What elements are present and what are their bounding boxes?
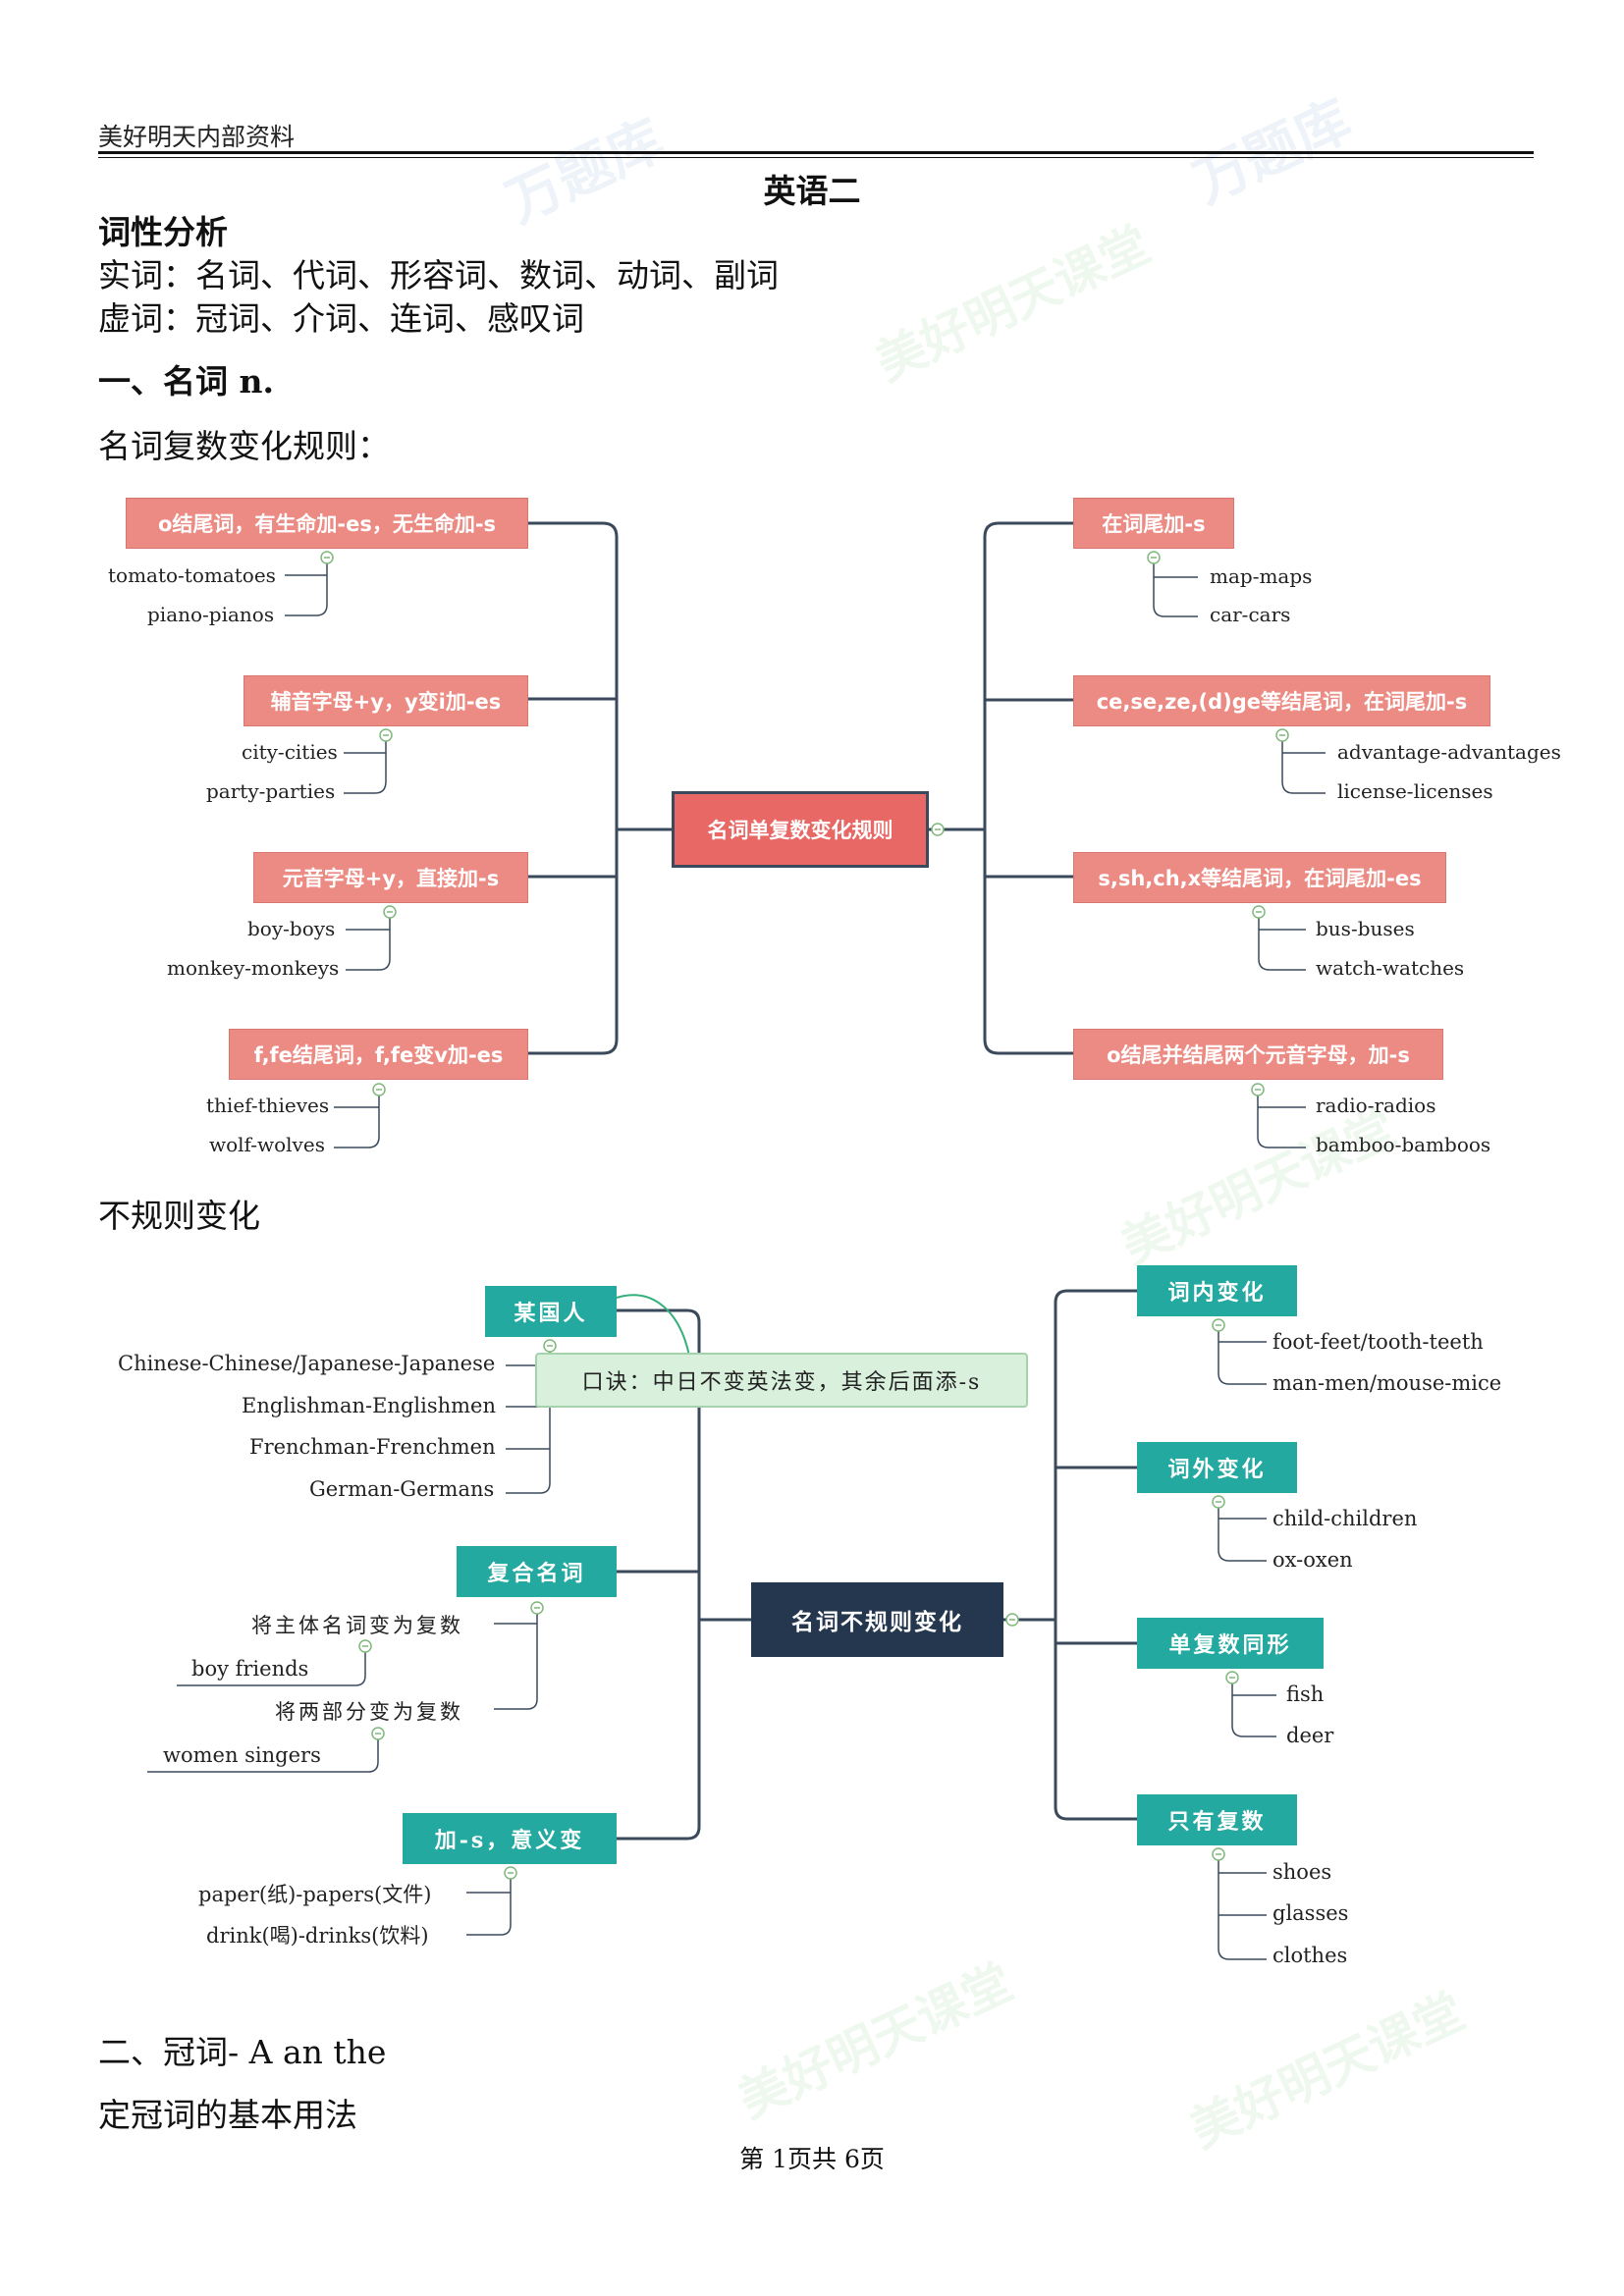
category-node-internal: 词内变化 — [1137, 1265, 1297, 1316]
rule-node-o-ending: o结尾词，有生命加-es，无生命加-s — [126, 498, 528, 549]
function-words-line: 虚词：冠词、介词、连词、感叹词 — [98, 299, 584, 338]
section-heading: 二、冠词- A an the — [98, 2033, 387, 2071]
category-node-meaning-change: 加-s，意义变 — [403, 1813, 617, 1864]
rule-node-f-fe: f,fe结尾词，f,fe变v加-es — [229, 1029, 528, 1080]
category-node-nationality: 某国人 — [485, 1286, 617, 1337]
example-leaf: boy-boys — [247, 917, 336, 940]
page-header: 美好明天内部资料 — [98, 123, 296, 151]
example-leaf: bamboo-bamboos — [1316, 1133, 1491, 1156]
mindmap2-center-node: 名词不规则变化 — [751, 1582, 1003, 1657]
subheading: 定冠词的基本用法 — [98, 2096, 357, 2134]
header-rule — [98, 151, 1534, 154]
sub-rule-leaf: 将两部分变为复数 — [275, 1700, 463, 1724]
example-leaf: city-cities — [242, 740, 338, 764]
example-leaf: license-licenses — [1337, 779, 1493, 803]
example-leaf: map-maps — [1210, 564, 1313, 588]
rule-node-add-s: 在词尾加-s — [1073, 498, 1234, 549]
section-heading: 一、名词 n. — [98, 362, 274, 400]
example-leaf: paper(纸)-papers(文件) — [198, 1883, 432, 1906]
example-leaf: shoes — [1272, 1860, 1332, 1884]
example-leaf: child-children — [1272, 1507, 1418, 1530]
example-leaf: ox-oxen — [1272, 1548, 1353, 1572]
example-leaf: thief-thieves — [206, 1094, 330, 1117]
rule-node-o-vowels: o结尾并结尾两个元音字母，加-s — [1073, 1029, 1443, 1080]
document-title: 英语二 — [763, 172, 861, 210]
category-node-plural-only: 只有复数 — [1137, 1794, 1297, 1845]
example-leaf: Frenchman-Frenchmen — [249, 1435, 496, 1459]
rule-node-vowel-y: 元音字母+y，直接加-s — [253, 852, 528, 903]
page-footer: 第 1页共 6页 — [739, 2145, 885, 2173]
example-leaf: German-Germans — [309, 1477, 495, 1501]
example-leaf: Englishman-Englishmen — [242, 1394, 496, 1417]
sub-rule-leaf: 将主体名词变为复数 — [251, 1614, 463, 1637]
example-leaf: monkey-monkeys — [167, 956, 340, 980]
section-heading: 词性分析 — [98, 213, 228, 251]
example-leaf: bus-buses — [1316, 917, 1415, 940]
example-leaf: women singers — [163, 1743, 321, 1767]
example-leaf: wolf-wolves — [209, 1133, 325, 1156]
rule-node-consonant-y: 辅音字母+y，y变i加-es — [244, 675, 528, 726]
header-rule — [98, 157, 1534, 158]
example-leaf: deer — [1286, 1724, 1334, 1747]
example-leaf: foot-feet/tooth-teeth — [1272, 1330, 1484, 1354]
example-leaf: fish — [1286, 1682, 1325, 1706]
content-words-line: 实词：名词、代词、形容词、数词、动词、副词 — [98, 256, 779, 294]
example-leaf: piano-pianos — [147, 603, 275, 626]
category-node-external: 词外变化 — [1137, 1442, 1297, 1493]
example-leaf: tomato-tomatoes — [108, 563, 276, 587]
example-leaf: watch-watches — [1316, 956, 1465, 980]
category-node-same-form: 单复数同形 — [1137, 1618, 1324, 1669]
example-leaf: man-men/mouse-mice — [1272, 1371, 1502, 1395]
example-leaf: glasses — [1272, 1901, 1349, 1925]
subheading: 名词复数变化规则： — [98, 427, 390, 465]
rule-node-ce-se: ce,se,ze,(d)ge等结尾词，在词尾加-s — [1073, 675, 1490, 726]
example-leaf: boy friends — [191, 1657, 309, 1681]
mindmap1-center-node: 名词单复数变化规则 — [672, 791, 929, 868]
rule-node-s-sh-ch: s,sh,ch,x等结尾词，在词尾加-es — [1073, 852, 1446, 903]
example-leaf: radio-radios — [1316, 1094, 1436, 1117]
category-node-compound: 复合名词 — [457, 1546, 617, 1597]
example-leaf: drink(喝)-drinks(饮料) — [206, 1924, 429, 1948]
example-leaf: party-parties — [206, 779, 336, 803]
example-leaf: Chinese-Chinese/Japanese-Japanese — [118, 1352, 496, 1375]
example-leaf: advantage-advantages — [1337, 740, 1561, 764]
example-leaf: clothes — [1272, 1944, 1348, 1967]
subheading: 不规则变化 — [98, 1197, 260, 1235]
mnemonic-box: 口诀：中日不变英法变，其余后面添-s — [535, 1353, 1028, 1408]
example-leaf: car-cars — [1210, 603, 1291, 626]
